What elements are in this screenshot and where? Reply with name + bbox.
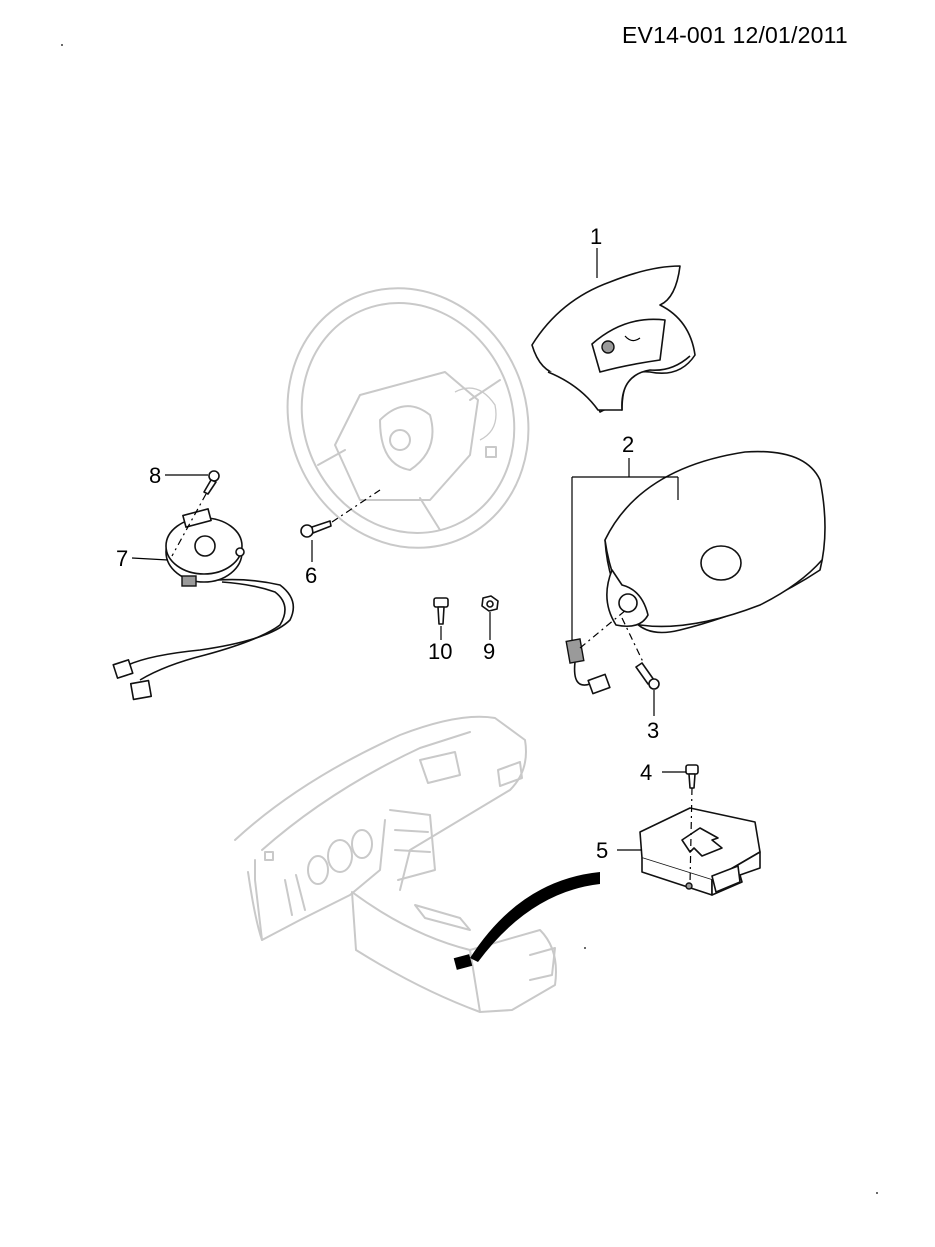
callout-7: 7 bbox=[116, 546, 128, 571]
dashboard-ghost bbox=[234, 715, 557, 1013]
part-9-nut bbox=[481, 595, 499, 612]
part-3-bolt bbox=[635, 662, 660, 690]
callout-2: 2 bbox=[622, 432, 634, 457]
callout-9: 9 bbox=[483, 639, 495, 664]
speck-bottom-right bbox=[876, 1192, 878, 1194]
callout-6: 6 bbox=[305, 563, 317, 588]
part-10-bolt bbox=[433, 597, 449, 625]
part-6-screw bbox=[300, 520, 332, 538]
module-location-marker bbox=[453, 954, 473, 970]
callout-1: 1 bbox=[590, 224, 602, 249]
callout-4: 4 bbox=[640, 760, 652, 785]
speck-mid bbox=[584, 947, 586, 949]
part-2-passenger-airbag bbox=[565, 450, 826, 695]
callout-3: 3 bbox=[647, 718, 659, 743]
steering-wheel-ghost bbox=[286, 287, 530, 549]
callout-5: 5 bbox=[596, 838, 608, 863]
part-8-screw bbox=[203, 470, 220, 495]
speck-top-left bbox=[61, 44, 63, 46]
callout-numbers: 1 2 3 4 5 6 7 8 9 10 bbox=[116, 224, 659, 863]
part-7-clock-spring bbox=[112, 508, 295, 701]
part-1-airbag-cover bbox=[531, 265, 696, 413]
callout-10: 10 bbox=[428, 639, 452, 664]
leader-lines bbox=[131, 248, 693, 885]
module-location-swoosh bbox=[470, 872, 600, 962]
part-4-bolt bbox=[685, 764, 699, 789]
part-5-control-module bbox=[639, 807, 761, 896]
callout-8: 8 bbox=[149, 463, 161, 488]
document-code: EV14-001 12/01/2011 bbox=[622, 22, 848, 48]
